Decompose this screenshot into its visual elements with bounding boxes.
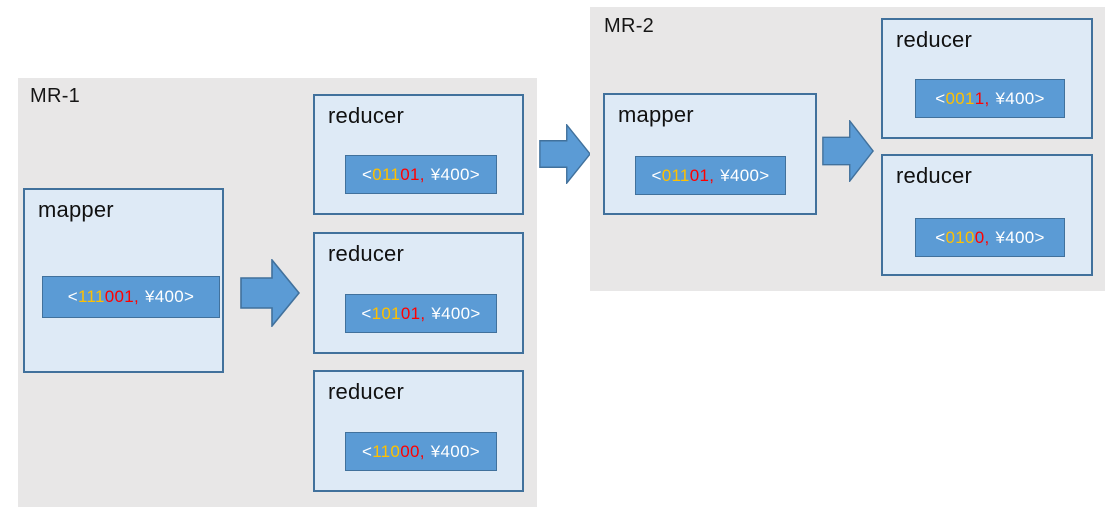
mr2-title: MR-2	[604, 15, 655, 37]
kv-open-bracket: <	[935, 88, 946, 108]
kv-amount: ¥400>	[425, 164, 481, 184]
mr1-reducer2-label: reducer	[328, 241, 404, 266]
kv-amount: ¥400>	[426, 303, 481, 323]
mr2-reducer1-label: reducer	[896, 27, 972, 52]
mr1-reducer1-label: reducer	[328, 103, 404, 128]
kv-red-digits: 0,	[974, 227, 990, 247]
kv-amount: ¥400>	[990, 227, 1045, 247]
kv-amount: ¥400>	[425, 441, 481, 461]
kv-amount: ¥400>	[715, 165, 770, 185]
kv-red-digits: 1,	[974, 88, 990, 108]
kv-red-digits: 01,	[400, 303, 426, 323]
kv-open-bracket: <	[361, 164, 373, 184]
mr1-title: MR-1	[30, 85, 81, 107]
kv-amount: ¥400>	[990, 88, 1045, 108]
mr1-mapper-to-reducers-arrow-icon	[240, 259, 300, 327]
mr2-mapper-label: mapper	[618, 102, 694, 127]
kv-red-digits: 001,	[104, 287, 139, 306]
mr2-reducer2-label: reducer	[896, 163, 972, 188]
kv-gold-digits: 011	[372, 164, 401, 184]
kv-gold-digits: 101	[371, 303, 401, 323]
kv-gold-digits: 110	[372, 441, 401, 461]
mr1-to-mr2-arrow-icon	[539, 124, 591, 184]
kv-amount: ¥400>	[140, 287, 195, 306]
kv-gold-digits: 011	[661, 165, 690, 185]
kv-gold-digits: 010	[945, 227, 975, 247]
mr2-mapper-to-reducers-arrow-icon	[822, 120, 874, 182]
kv-red-digits: 01,	[400, 164, 425, 184]
kv-red-digits: 01,	[689, 165, 715, 185]
kv-open-bracket: <	[935, 227, 946, 247]
kv-gold-digits: 111	[77, 287, 105, 306]
mr1-mapper-label: mapper	[38, 197, 114, 222]
kv-open-bracket: <	[651, 165, 662, 185]
kv-open-bracket: <	[361, 303, 372, 323]
kv-red-digits: 00,	[400, 441, 425, 461]
kv-open-bracket: <	[361, 441, 373, 461]
kv-gold-digits: 001	[945, 88, 975, 108]
kv-open-bracket: <	[67, 287, 78, 306]
mr1-reducer3-label: reducer	[328, 379, 404, 404]
